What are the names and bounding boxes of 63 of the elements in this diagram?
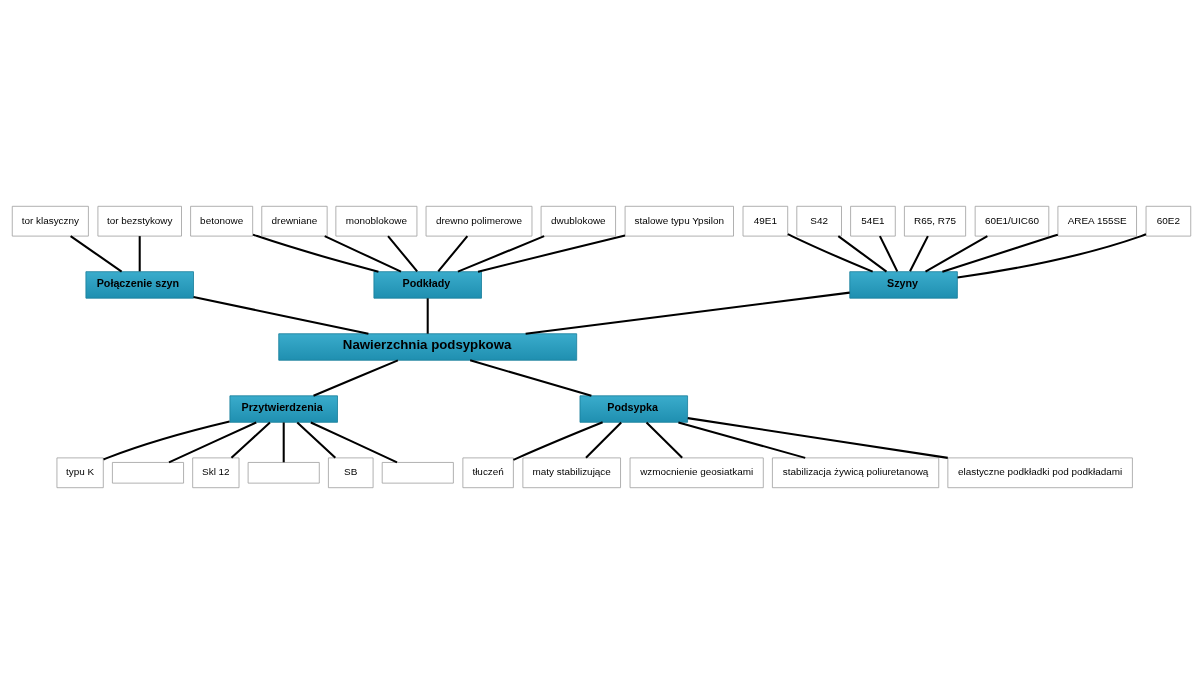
connector — [469, 358, 592, 397]
node-box: Szyny — [849, 270, 958, 299]
node-box — [381, 461, 454, 484]
node-box: tor bezstykowy — [97, 205, 182, 236]
connector — [252, 233, 379, 273]
node-box: drewno polimerowe — [425, 205, 533, 236]
node-box: monoblokowe — [335, 205, 418, 236]
node-box: R65, R75 — [904, 205, 967, 236]
node-box: 60E2 — [1145, 205, 1192, 236]
node-box: AREA 155SE — [1057, 205, 1137, 236]
node-box: SB — [328, 457, 374, 488]
node-box — [247, 461, 320, 484]
connector — [837, 234, 888, 272]
connector — [957, 232, 1147, 279]
node-box: tłuczeń — [462, 457, 514, 488]
node-box — [112, 461, 184, 484]
connector — [310, 421, 398, 463]
node-box: Połączenie szyn — [85, 270, 194, 299]
connector — [513, 420, 603, 461]
connector — [909, 235, 929, 272]
connector — [70, 234, 123, 272]
node-box: stabilizacja żywicą poliuretanową — [772, 457, 940, 488]
connector — [585, 421, 622, 458]
connector — [103, 420, 230, 460]
node-box: Podsypka — [579, 394, 688, 423]
connector — [457, 234, 545, 273]
connector — [525, 291, 850, 335]
node-box: 54E1 — [850, 205, 896, 236]
node-box: Skl 12 — [192, 457, 240, 488]
connector — [925, 234, 988, 272]
node-box: tor klasyczny — [11, 205, 89, 236]
node-box: elastyczne podkładki pod podkładami — [947, 457, 1133, 488]
connector — [168, 421, 257, 463]
connector — [878, 235, 899, 272]
node-box: maty stabilizujące — [522, 457, 621, 488]
connector — [230, 421, 271, 458]
node-box: typu K — [56, 457, 104, 488]
node-box: betonowe — [190, 205, 254, 236]
connector — [687, 416, 948, 459]
node-box: 60E1/UIC60 — [974, 205, 1050, 236]
connector — [324, 234, 402, 273]
node-box: 49E1 — [742, 205, 789, 236]
node-box: wzmocnienie geosiatkami — [629, 457, 764, 488]
connector — [313, 358, 399, 397]
connector — [426, 297, 429, 334]
connector — [296, 421, 337, 458]
node-box: Nawierzchnia podsypkowa — [278, 332, 578, 361]
node-box: Podkłady — [373, 270, 482, 299]
node-box: drewniane — [261, 205, 328, 236]
connector — [282, 421, 285, 462]
connector — [437, 234, 469, 272]
connector — [193, 295, 369, 335]
connector — [645, 421, 683, 458]
connector — [387, 234, 418, 272]
connector — [678, 420, 806, 459]
node-box: dwublokowe — [540, 205, 616, 236]
connector — [138, 235, 141, 271]
connector — [477, 233, 626, 273]
node-box: stalowe typu Ypsilon — [624, 205, 734, 236]
connector — [787, 232, 874, 273]
connector — [942, 233, 1059, 273]
node-box: S42 — [796, 205, 842, 236]
node-box: Przytwierdzenia — [229, 394, 338, 423]
